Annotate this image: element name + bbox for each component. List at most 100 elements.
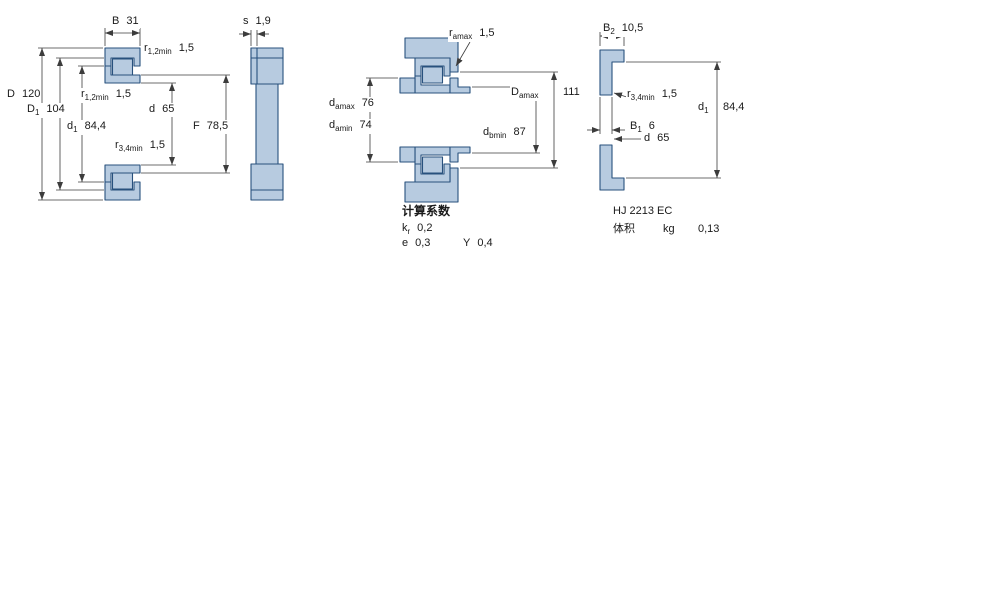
designation-text: HJ 2213 EC: [613, 205, 673, 217]
dim-subscript: 1: [73, 125, 78, 134]
dim-symbol: B: [603, 22, 611, 34]
dim-label-damin: damin 74: [328, 119, 373, 134]
factor-value: 0,2: [417, 222, 433, 234]
dim-subscript: 3,4min: [118, 144, 143, 153]
dim-value-d1-ring: 84,4: [722, 101, 746, 115]
dim-label-r12-mid: r1,2min 1,5: [80, 88, 132, 103]
dim-value: 1,9: [255, 15, 271, 27]
dim-subscript: 1: [34, 108, 40, 117]
dim-label-B2: B2 10,5: [602, 22, 645, 37]
factor-symbol: Y: [463, 237, 471, 249]
dim-subscript: 1,2min: [84, 93, 109, 102]
calculation-factors-title: 计算系数: [401, 204, 452, 219]
dim-value: 74: [359, 119, 372, 131]
dim-subscript: 3,4min: [630, 93, 655, 102]
dim-value: 1,5: [149, 139, 165, 151]
dim-subscript: 2: [610, 27, 615, 36]
dim-subscript: amin: [335, 124, 353, 133]
factor-subscript: r: [407, 227, 411, 236]
mass-unit-text: kg: [663, 223, 675, 235]
dim-symbol: D: [7, 88, 15, 100]
dim-value: 65: [162, 103, 175, 115]
title-text: 计算系数: [402, 204, 451, 218]
dim-symbol: r: [449, 27, 453, 39]
figure1-cross-section: [38, 28, 230, 201]
inner-ring-bottom-section: [104, 164, 141, 183]
side-view-middle-band: [255, 83, 279, 165]
mass-unit: kg: [662, 223, 676, 237]
side-view-bottom-block: [250, 163, 284, 201]
dim-subscript: amax: [452, 32, 473, 41]
dim-label-d1-ring: d1: [697, 101, 710, 116]
dim-label-d: d 65: [148, 103, 176, 117]
dim-label-d-ring: d 65: [643, 132, 671, 146]
side-view-lip: [250, 47, 258, 85]
mass-value-text: 0,13: [698, 223, 720, 235]
dim-symbol: d: [698, 101, 705, 113]
figure3-angle-ring-drawing: [587, 32, 721, 191]
dim-symbol: d: [644, 132, 651, 144]
dim-value: 120: [21, 88, 41, 100]
figure1-side-section: [239, 30, 284, 201]
factor-symbol: e: [402, 237, 409, 249]
dim-symbol: d: [329, 119, 336, 131]
shaft-shoulder-bottom: [399, 146, 416, 163]
dim-symbol: d: [329, 97, 336, 109]
angle-ring-bottom: [449, 146, 471, 163]
factor-Y: Y 0,4: [462, 237, 494, 251]
dim-subscript: 1,2min: [147, 47, 172, 56]
dim-value: 111: [563, 86, 580, 98]
dim-value: 65: [657, 132, 670, 144]
factor-value: 0,4: [477, 237, 493, 249]
angle-ring-bottom-section: [599, 144, 625, 191]
dim-subscript: bmin: [489, 131, 507, 140]
dim-label-r34: r3,4min 1,5: [114, 139, 166, 154]
leader-line-ramax: [455, 41, 471, 67]
dim-symbol: B: [112, 15, 120, 27]
dim-subscript: amax: [518, 91, 539, 100]
dim-symbol: B: [630, 120, 638, 132]
dim-symbol: D: [511, 86, 519, 98]
figure2-mounting-drawing: [366, 37, 558, 203]
dim-symbol: r: [81, 88, 85, 100]
dim-value: 1,5: [479, 27, 495, 39]
mass-label: 体积: [612, 223, 636, 237]
dim-value: 76: [361, 97, 374, 109]
dim-value: 1,5: [661, 88, 677, 100]
dim-symbol: r: [144, 42, 148, 54]
dim-symbol: s: [243, 15, 249, 27]
dim-subscript: 1: [637, 125, 642, 134]
dim-symbol: F: [193, 120, 200, 132]
dim-label-r34-ring: r3,4min 1,5: [626, 88, 678, 103]
dim-label-ramax: ramax 1,5: [448, 27, 496, 42]
dim-value: 1,5: [178, 42, 194, 54]
dim-symbol: D: [27, 103, 35, 115]
dim-symbol: r: [627, 88, 631, 100]
dim-value: 84,4: [84, 120, 106, 132]
dim-label-D: D 120: [6, 88, 42, 102]
dim-value: 10,5: [621, 22, 644, 34]
dim-value: 78,5: [206, 120, 229, 132]
dim-value: 1,5: [115, 88, 131, 100]
dim-value: 6: [648, 120, 655, 132]
roller-bottom: [111, 172, 134, 190]
dim-subscript: 1: [704, 106, 709, 115]
dim-symbol: d: [149, 103, 156, 115]
dim-symbol: d: [67, 120, 74, 132]
mass-value: 0,13: [697, 223, 721, 237]
dim-value: 104: [46, 103, 65, 115]
dim-value: 87: [513, 126, 526, 138]
dim-label-F: F 78,5: [192, 120, 230, 134]
dim-symbol: r: [115, 139, 119, 151]
roller-bottom: [421, 156, 444, 174]
dim-label-s: s 1,9: [242, 15, 272, 29]
dim-value-Damax: 111: [562, 86, 581, 100]
factor-value: 0,3: [415, 237, 431, 249]
